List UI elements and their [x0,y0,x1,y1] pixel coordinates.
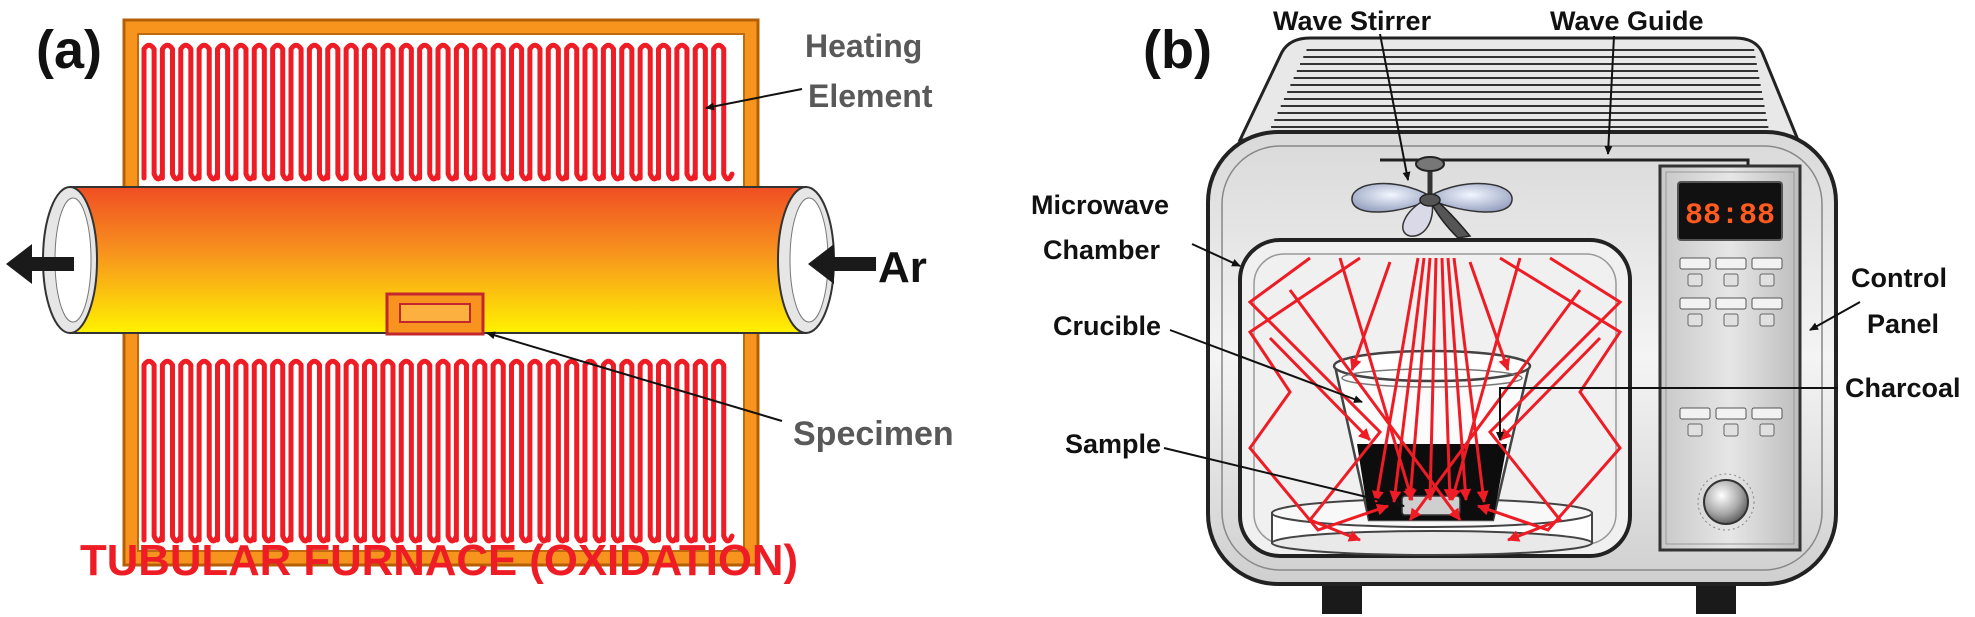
display-digits: 88:88 [1685,199,1775,233]
panel-b: (b) [1031,6,1961,614]
wave-guide-pointer [1604,35,1615,155]
gas-outlet-arrow [6,244,74,284]
control-panel-label-1: Control [1851,263,1947,293]
wave-guide-label: Wave Guide [1550,6,1704,36]
control-panel-pointer [1809,301,1861,331]
microwave-chamber-pointer [1191,243,1241,267]
charcoal-pointer [1496,387,1838,441]
heating-element-label-2: Element [808,78,933,114]
specimen-label: Specimen [793,415,954,453]
knob-scale [1697,473,1755,531]
oven-body-inner-edge [1221,145,1823,571]
panel-a-label: (a) [36,20,102,80]
specimen [399,303,471,323]
specimen-pointer [486,331,783,422]
wave-guide-grille [1237,36,1801,142]
microwave-rays [1247,256,1623,542]
wave-stirrer-label: Wave Stirrer [1273,6,1432,36]
control-knob[interactable] [1703,479,1749,525]
control-panel: 88:88 [1658,164,1802,552]
control-panel-label-2: Panel [1867,309,1939,339]
gas-label: Ar [878,243,927,292]
display-window [1677,181,1783,241]
wave-stirrer [1351,156,1513,239]
sample-pointer [1163,447,1405,509]
crucible-pointer [1169,329,1363,403]
microwave-chamber-label-2: Chamber [1043,235,1161,265]
heating-element-label-1: Heating [805,28,922,64]
panel-a: (a) Ar Heating Element [6,18,954,585]
panel-b-label: (b) [1143,20,1212,80]
charcoal-label: Charcoal [1845,373,1961,403]
furnace-caption: TUBULAR FURNACE (OXIDATION) [80,536,798,585]
gas-inlet-arrow [808,244,876,284]
crucible-label: Crucible [1053,311,1161,341]
sample-label: Sample [1065,429,1161,459]
wave-stirrer-pointer [1379,33,1411,181]
heating-coil-top [141,42,735,182]
heating-element-pointer [705,88,803,111]
microwave-chamber-label-1: Microwave [1031,190,1169,220]
